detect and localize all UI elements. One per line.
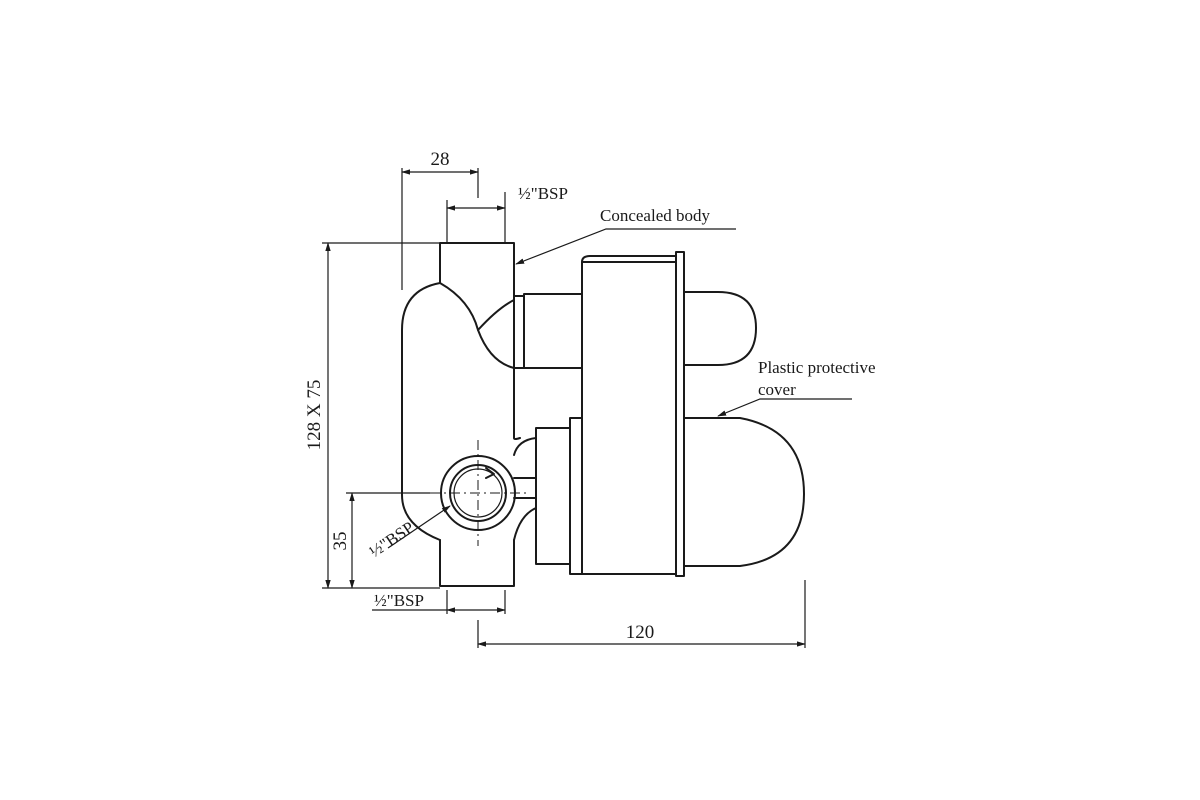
dimension-top-bsp [446,192,506,243]
side-bsp-label: ½"BSP [366,518,418,562]
top-width-label: 28 [431,149,450,170]
concealed-body-label: Concealed body [600,206,710,225]
leader-concealed-body [515,228,736,265]
dimension-bottom-bsp [372,590,506,614]
port-height-label: 35 [330,532,351,551]
cover-label-line2: cover [758,380,796,399]
dimension-overall-height [322,242,440,589]
cover-label-line1: Plastic protective [758,358,876,377]
depth-label: 120 [626,622,655,643]
bottom-bsp-label: ½"BSP [374,591,424,610]
leader-protective-cover [717,398,852,417]
lower-protective-cover [683,417,805,567]
side-port [430,440,530,546]
upper-coupling [513,293,583,369]
dimension-depth [477,580,806,648]
top-bsp-label: ½"BSP [518,184,568,203]
leader-side-bsp [387,505,451,549]
dimension-top-width [401,168,479,290]
dimension-port-height [346,492,430,589]
lower-coupling [535,417,583,575]
overall-height-label: 128 X 75 [304,380,325,451]
upper-protective-cover [683,291,757,366]
cartridge-housing [581,251,685,577]
concealed-valve-body [401,242,537,587]
